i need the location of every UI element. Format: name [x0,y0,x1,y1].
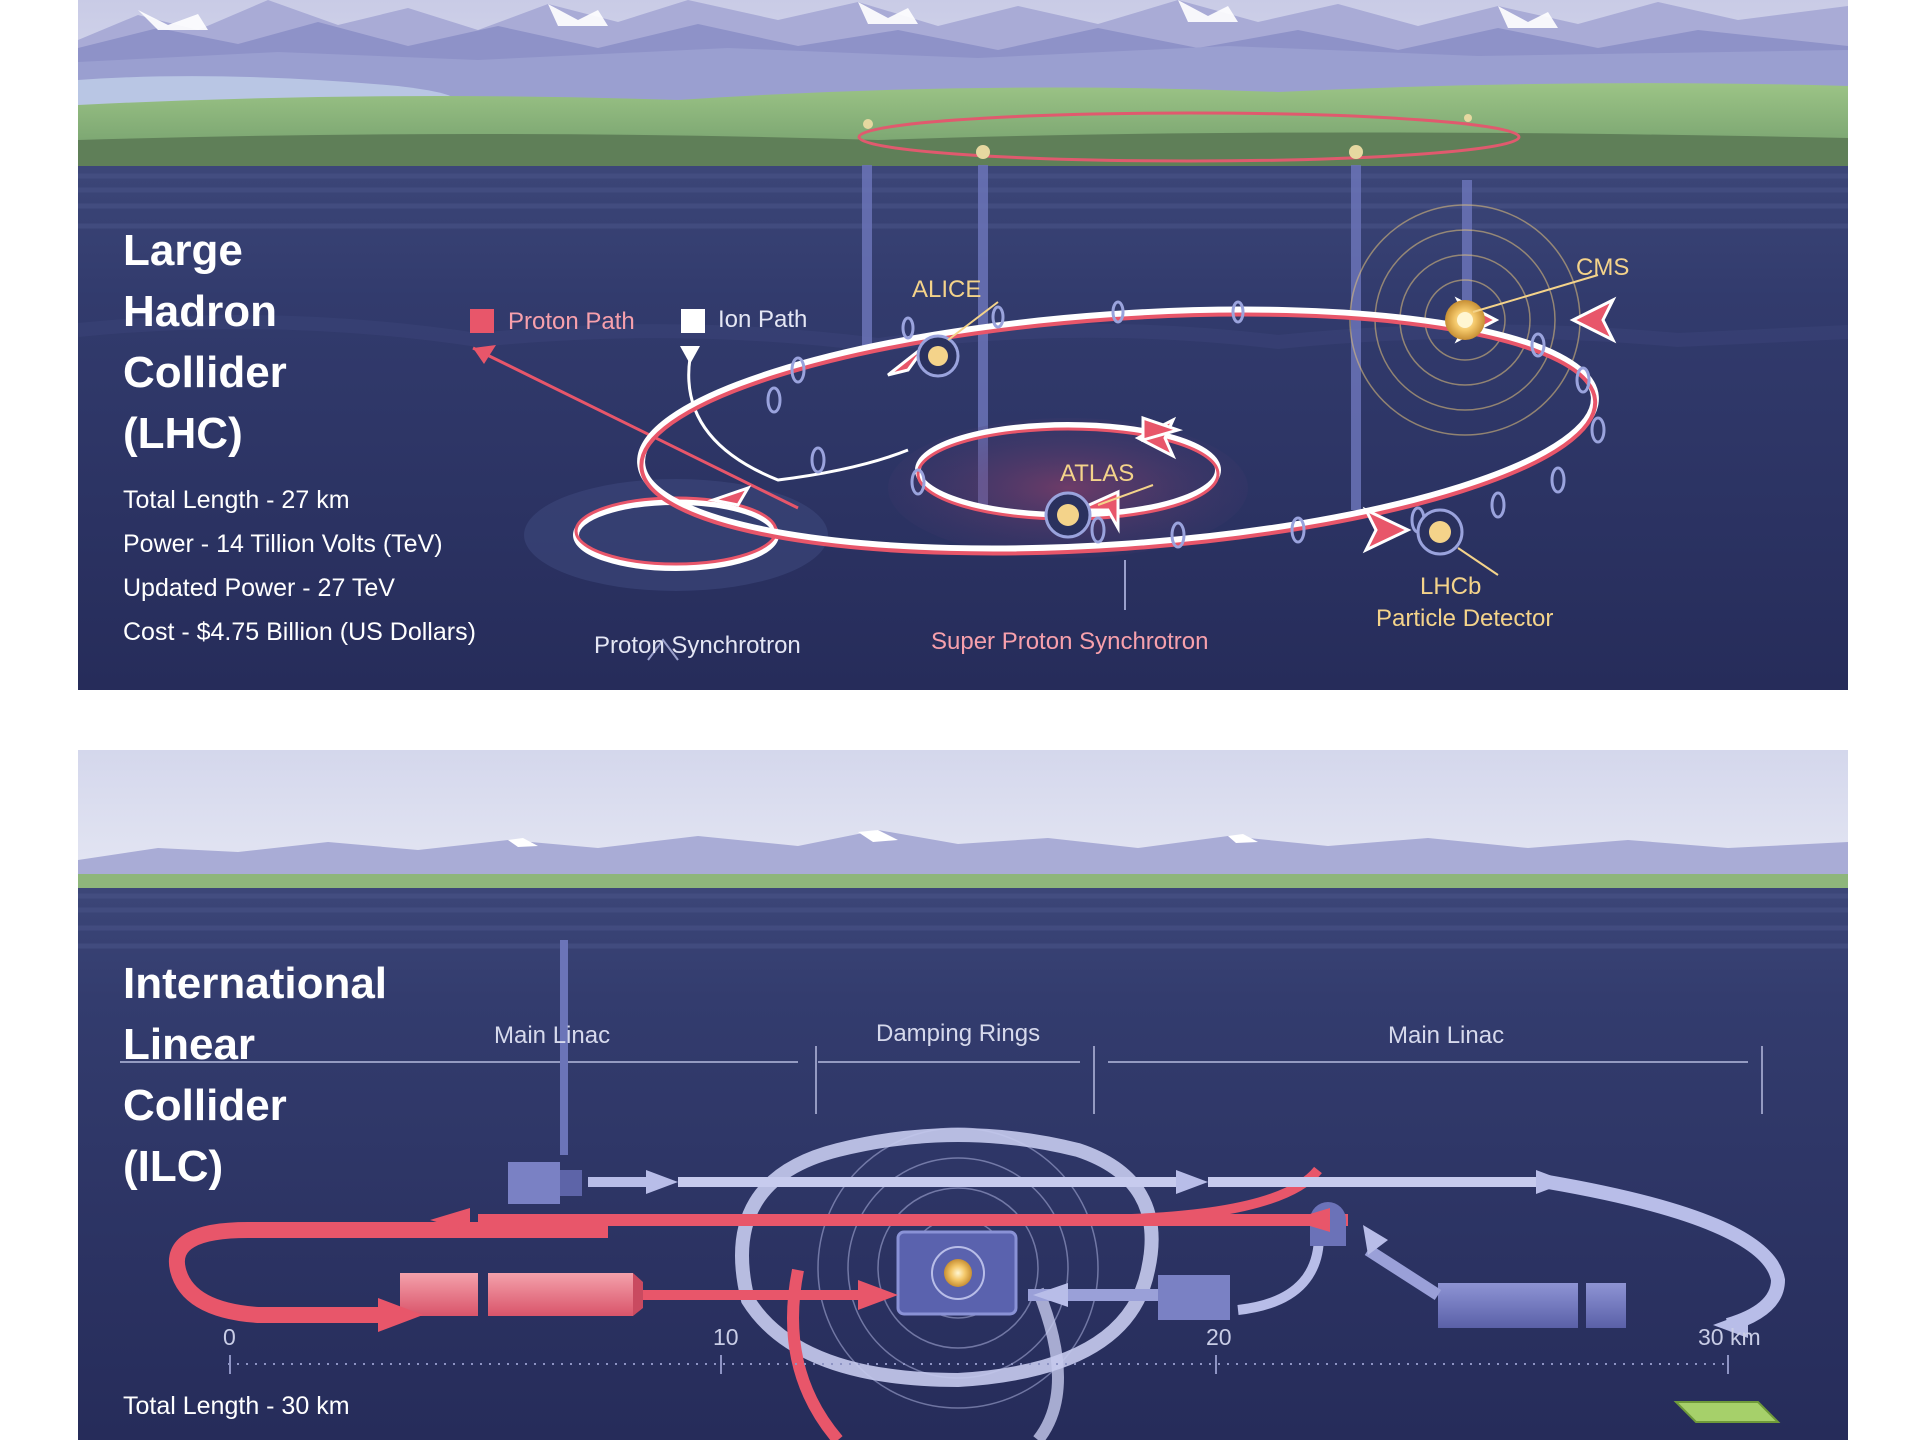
lhc-stat-updated-power: Updated Power - 27 TeV [123,574,395,602]
ilc-stat-power: Power - 250 Giga Volts [123,1428,379,1440]
label-alice: ALICE [912,276,982,303]
lhc-panel: Large Hadron Collider (LHC) Total Length… [78,0,1848,690]
ion-path-swatch [681,309,705,333]
ilc-title-line: International [123,959,388,1008]
label-super-proton-synchrotron: Super Proton Synchrotron [931,628,1209,655]
lhc-stats: Total Length - 27 km Power - 14 Tillion … [123,478,476,654]
ilc-stat-length: Total Length - 30 km [123,1392,350,1420]
proton-path-swatch [470,309,494,333]
ilc-title-line: Linear [123,1020,256,1069]
ilc-title-line: (ILC) [123,1142,224,1191]
section-main-linac-right: Main Linac [1388,1022,1505,1049]
axis-tick-10: 10 [713,1324,739,1350]
section-damping-rings: Damping Rings [876,1020,1041,1047]
axis-tick-30km: 30 km [1698,1324,1761,1350]
lhc-title: Large Hadron Collider (LHC) [123,220,287,464]
lhc-stat-length: Total Length - 27 km [123,486,350,514]
axis-tick-20: 20 [1206,1324,1232,1350]
label-atlas: ATLAS [1060,460,1135,487]
lhc-title-line: Large [123,226,243,275]
label-particle-detector: Particle Detector [1376,605,1554,632]
ilc-stats: Total Length - 30 km Power - 250 Giga Vo… [123,1384,379,1440]
lhc-title-line: (LHC) [123,409,243,458]
legend-proton-path: Proton Path [508,308,635,335]
lhc-stat-cost: Cost - $4.75 Billion (US Dollars) [123,618,476,646]
ilc-panel: International Linear Collider (ILC) Main… [78,750,1848,1440]
lhc-illustration [78,0,1848,690]
lhc-stat-power: Power - 14 Tillion Volts (TeV) [123,530,443,558]
axis-tick-0: 0 [223,1324,236,1350]
legend-ion-path: Ion Path [718,306,808,333]
ilc-title-line: Collider [123,1081,287,1130]
label-lhcb: LHCb [1420,573,1482,600]
ilc-title: International Linear Collider (ILC) [123,953,387,1197]
ilc-illustration [78,750,1848,1440]
label-cms: CMS [1576,254,1630,281]
lhc-title-line: Hadron [123,287,277,336]
label-proton-synchrotron: Proton Synchrotron [594,632,801,659]
lhc-title-line: Collider [123,348,287,397]
section-main-linac-left: Main Linac [494,1022,611,1049]
